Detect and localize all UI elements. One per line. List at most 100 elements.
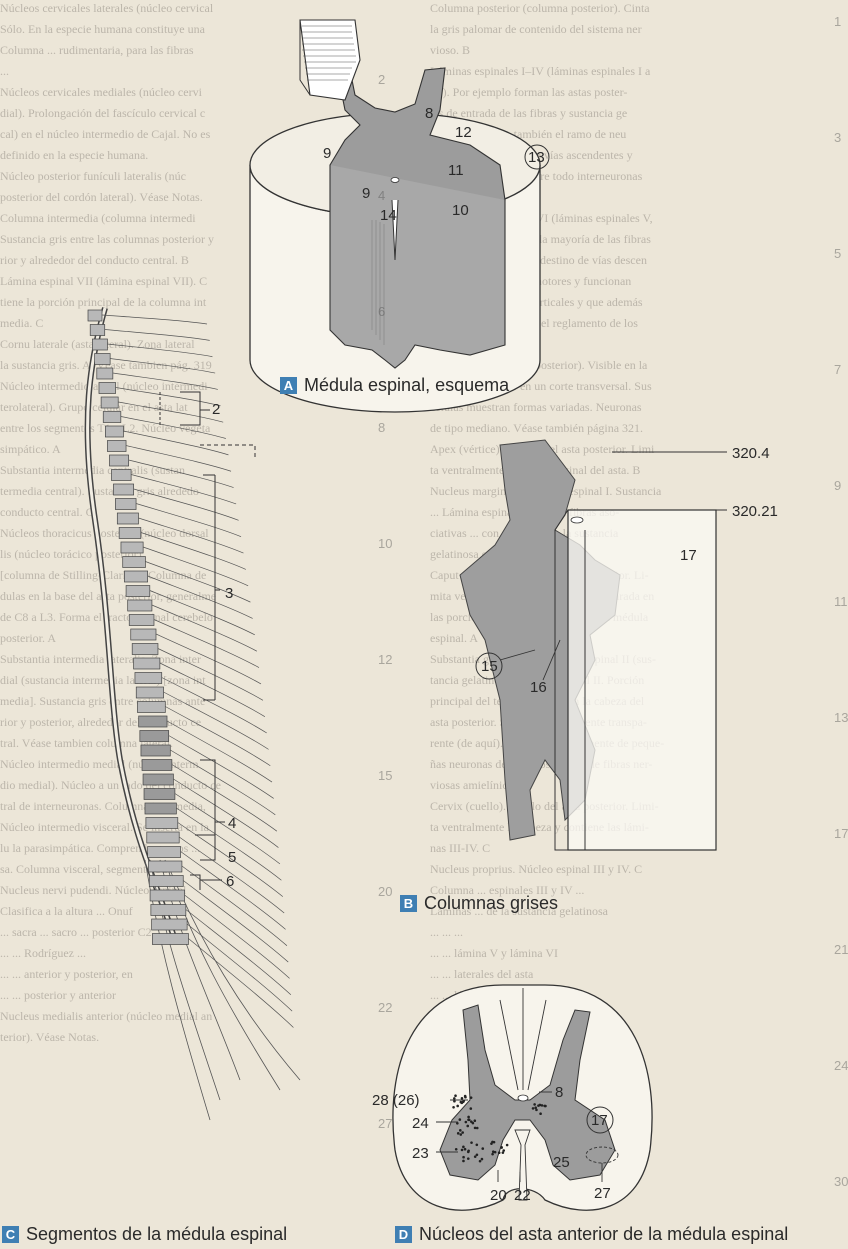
nucleus-dot (470, 1141, 473, 1144)
nucleus-dot (472, 1122, 475, 1125)
nucleus-dot (464, 1148, 467, 1151)
line-number: 6 (378, 304, 385, 319)
spinal-nerve (165, 707, 270, 766)
fig-d-label-25: 25 (553, 1154, 570, 1171)
spinal-segment (97, 368, 113, 379)
spinal-nerve (107, 344, 212, 357)
figure-a-spinal-cord-scheme: 8 9 9 12 11 10 14 13 (250, 20, 549, 412)
caption-d-text: Núcleos del asta anterior de la médula e… (419, 1224, 788, 1245)
spinal-segment (115, 499, 136, 510)
nucleus-dot (469, 1107, 472, 1110)
line-number: 4 (378, 188, 385, 203)
nucleus-dot (494, 1151, 497, 1154)
spinal-segment (123, 557, 146, 568)
nucleus-dot (543, 1105, 546, 1108)
line-number: 10 (378, 536, 392, 551)
figure-d-anterior-horn-nuclei: 28 (26) 24 23 20 22 25 8 17 27 (372, 985, 652, 1210)
spinal-nerve (138, 518, 243, 553)
spinal-segment (107, 441, 126, 452)
line-number: 1 (834, 14, 841, 29)
spinal-segment (90, 325, 105, 336)
spinal-nerve (172, 765, 277, 832)
spinal-segment (142, 760, 172, 771)
figure-b-grey-columns: 320.4 320.21 17 15 16 (460, 440, 778, 850)
line-number: 17 (834, 826, 848, 841)
spinal-segment (132, 644, 158, 655)
caption-b-text: Columnas grises (424, 893, 558, 914)
nucleus-dot (464, 1096, 467, 1099)
spinal-nerve (102, 315, 207, 324)
spinal-nerve (121, 417, 226, 439)
fig-b-label-15: 15 (481, 658, 498, 675)
fig-a-label-8: 8 (425, 105, 433, 122)
nucleus-dot (470, 1096, 473, 1099)
spinal-segment (88, 310, 102, 321)
caption-a: A Médula espinal, esquema (280, 375, 509, 396)
line-number: 9 (834, 478, 841, 493)
spinal-nerve (123, 431, 228, 455)
spinal-segment (147, 832, 179, 843)
spinal-nerve (116, 388, 221, 406)
nucleus-dot (455, 1148, 458, 1151)
spinal-nerve (160, 663, 265, 717)
nucleus-dot (474, 1155, 477, 1158)
fig-c-label-2: 2 (212, 401, 220, 418)
fig-a-label-9b: 9 (362, 185, 370, 202)
nucleus-dot (462, 1146, 465, 1149)
line-number: 5 (834, 246, 841, 261)
spinal-nerve (154, 620, 259, 668)
nucleus-dot (457, 1132, 460, 1135)
spinal-nerve (134, 489, 239, 520)
spinal-segment (109, 455, 128, 466)
spinal-segment (128, 600, 152, 611)
spinal-segment (95, 354, 111, 365)
spinal-segment (150, 890, 184, 901)
nucleus-dot (462, 1160, 465, 1163)
nucleus-dot (468, 1119, 471, 1122)
nucleus-dot (467, 1116, 470, 1119)
spinal-segment (101, 397, 118, 408)
fig-b-label-320-21: 320.21 (732, 503, 778, 520)
fig-b-label-17: 17 (680, 547, 697, 564)
line-number: 22 (378, 1000, 392, 1015)
caption-a-text: Médula espinal, esquema (304, 375, 509, 396)
spinal-segment (113, 484, 133, 495)
nucleus-dot (465, 1121, 468, 1124)
fig-b-label-16: 16 (530, 679, 547, 696)
figure-c-spinal-segments: 2 3 4 5 6 (88, 308, 300, 1120)
fig-c-label-3: 3 (225, 585, 233, 602)
line-number: 12 (378, 652, 392, 667)
nucleus-dot (461, 1131, 464, 1134)
spinal-nerve (156, 634, 261, 684)
spinal-nerve (183, 881, 288, 963)
nucleus-dot (454, 1094, 457, 1097)
line-number: 3 (834, 130, 841, 145)
line-number: 8 (378, 420, 385, 435)
spinal-segment (129, 615, 154, 626)
spinal-segment (149, 876, 183, 887)
nucleus-dot (460, 1101, 463, 1104)
nucleus-dot (476, 1143, 479, 1146)
spinal-segment (92, 339, 107, 350)
fig-a-label-14: 14 (380, 207, 397, 224)
spinal-segment (126, 586, 150, 597)
spinal-segment (103, 412, 121, 423)
nucleus-dot (491, 1153, 494, 1156)
fig-a-label-11: 11 (448, 162, 464, 179)
nucleus-dot (474, 1119, 477, 1122)
caption-d: D Núcleos del asta anterior de la médula… (395, 1224, 788, 1245)
spinal-nerve (170, 750, 275, 815)
spinal-segment (111, 470, 131, 481)
line-number: 27 (378, 1116, 392, 1131)
spinal-segment (131, 629, 156, 640)
nucleus-dot (533, 1103, 536, 1106)
nucleus-dot (467, 1157, 470, 1160)
spinal-segment (134, 658, 160, 669)
grey-matter-side (330, 165, 505, 368)
fig-a-label-12: 12 (455, 124, 472, 141)
nucleus-dot (459, 1133, 462, 1136)
caption-b: B Columnas grises (400, 893, 558, 914)
nucleus-dot (467, 1150, 470, 1153)
spinal-segment (146, 818, 178, 829)
